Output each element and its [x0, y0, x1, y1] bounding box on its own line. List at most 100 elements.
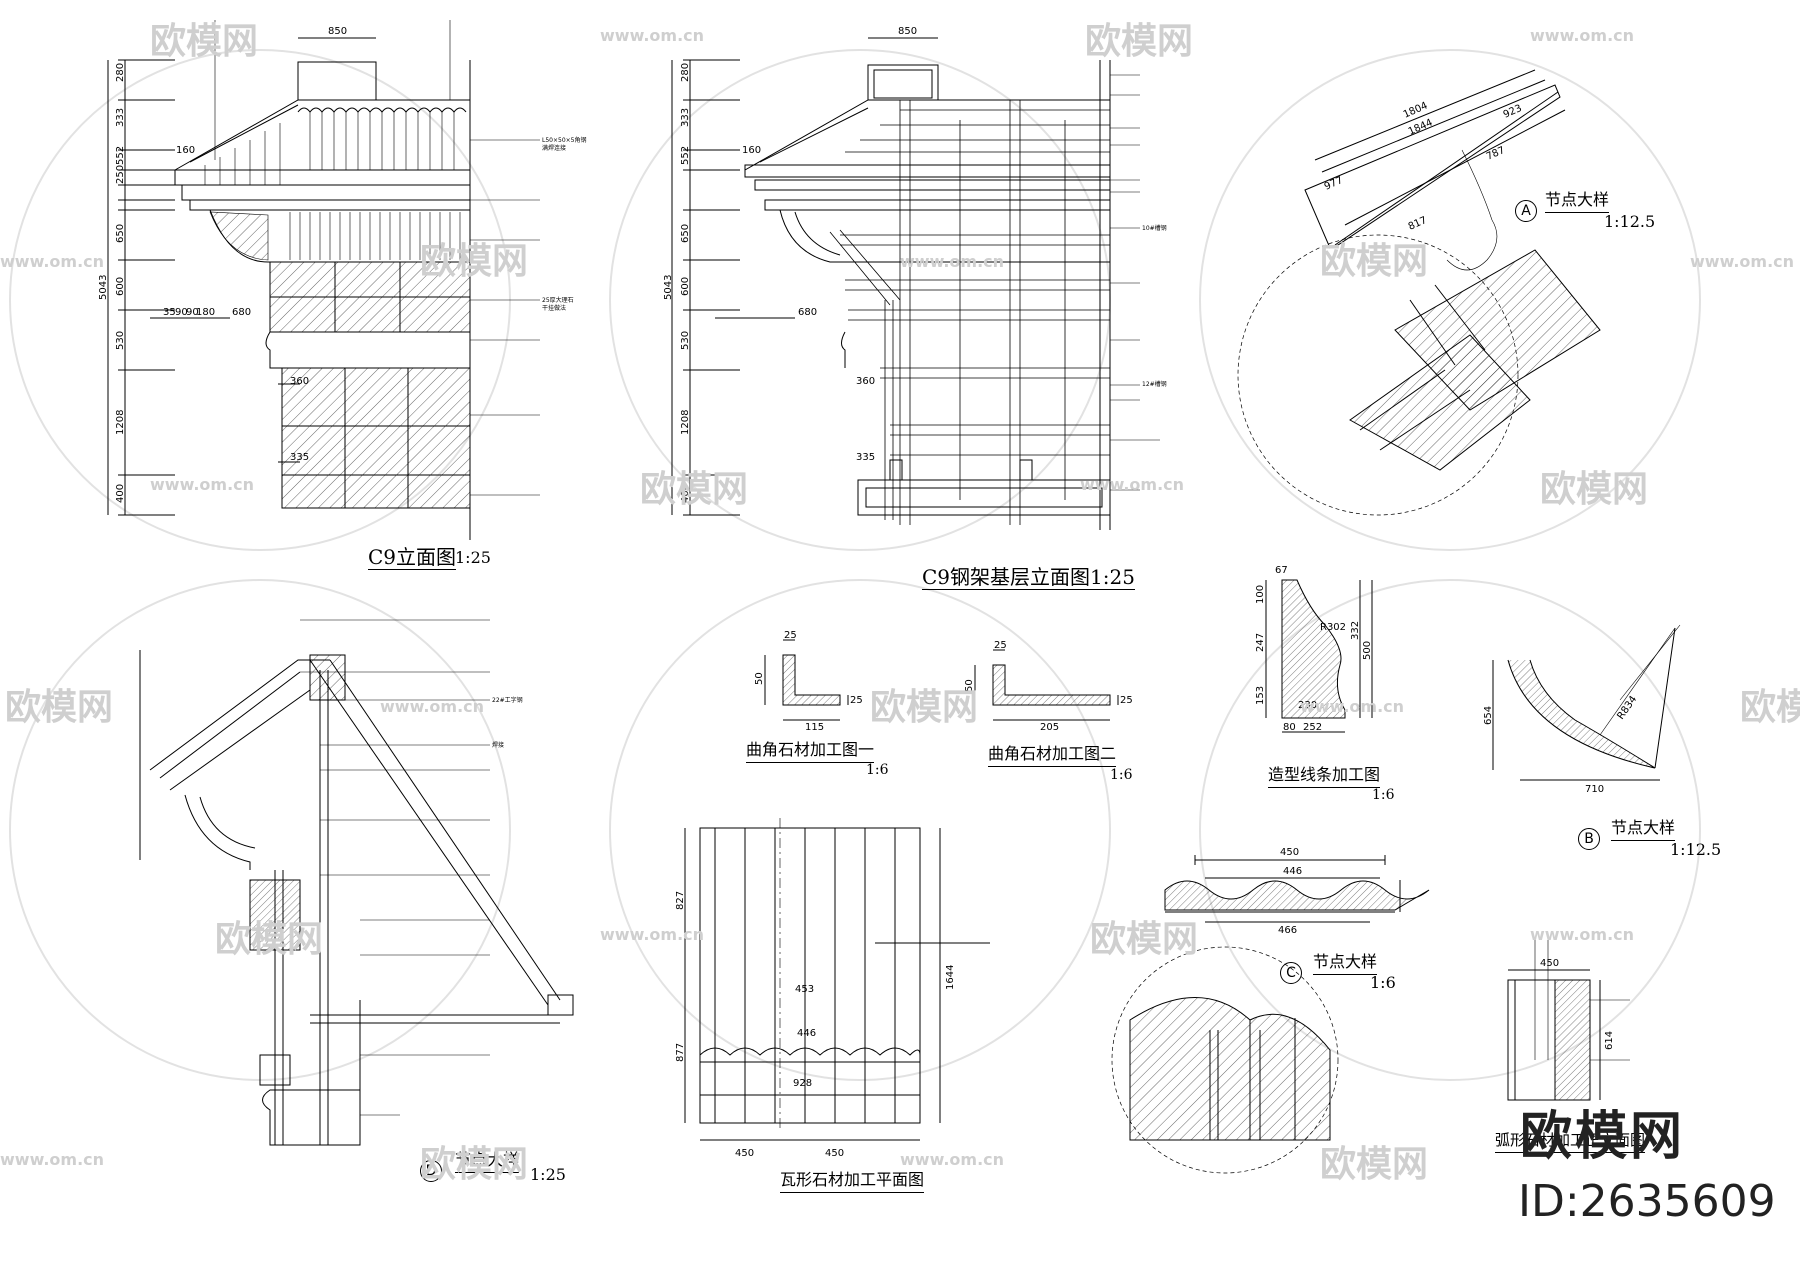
- detail-c-marker: C: [1280, 962, 1302, 984]
- watermark-url: www.om.cn: [600, 26, 705, 45]
- steel-dim-v10: 400: [680, 484, 691, 503]
- steel-dim-v8: 530: [680, 331, 691, 350]
- watermark-url: www.om.cn: [1300, 697, 1405, 716]
- curved-2-dim-3: 25: [1120, 695, 1133, 706]
- c9-dim-r1: 90: [175, 307, 188, 318]
- detail-d-scale: 1:25: [530, 1165, 566, 1184]
- molding-dim-6: 80: [1283, 722, 1296, 733]
- molding-dim-7: 332: [1350, 621, 1361, 640]
- detail-b-scale: 1:12.5: [1670, 840, 1722, 859]
- c9-dim-l0: 360: [290, 376, 309, 387]
- detail-a-dim-1: 1844: [1407, 117, 1435, 137]
- watermark-text: 欧模网: [870, 687, 979, 728]
- arc-stone-drawing: [1507, 940, 1630, 1101]
- c9-dim-top: 850: [328, 26, 347, 37]
- tile-plan-dim-3: 453: [795, 984, 814, 995]
- watermark-text: 欧模网: [420, 1144, 529, 1185]
- watermark-url: www.om.cn: [1530, 26, 1635, 45]
- watermark-url: www.om.cn: [600, 925, 705, 944]
- molding-dim-4: 230: [1298, 700, 1317, 711]
- c9-dim-v1: 333: [115, 108, 126, 127]
- watermark-url: www.om.cn: [0, 252, 105, 271]
- note-6: 22#工字钢: [492, 696, 523, 704]
- curved-stone-1-scale: 1:6: [866, 762, 889, 778]
- watermark-url: www.om.cn: [150, 475, 255, 494]
- watermark-text: 欧模网: [1320, 241, 1429, 282]
- c9-dim-v7: 600: [115, 277, 126, 296]
- c9-steel-elevation-drawing: [671, 37, 1160, 530]
- c9-dim-r0: 35: [163, 307, 176, 318]
- molding-dim-9: R302: [1320, 622, 1346, 633]
- detail-c-dim-2: 466: [1278, 925, 1297, 936]
- tile-plan-title: 瓦形石材加工平面图: [780, 1168, 925, 1193]
- molding-drawing: [1265, 579, 1373, 733]
- watermark-url: www.om.cn: [380, 697, 485, 716]
- c9-dim-r4: 680: [232, 307, 251, 318]
- detail-d-marker: D: [420, 1160, 442, 1182]
- note-0: L50×50×5角钢: [542, 136, 587, 144]
- steel-dim-total: 5043: [663, 275, 674, 300]
- detail-b-drawing: [1492, 624, 1681, 781]
- c9-dim-v2: 552: [115, 146, 126, 165]
- steel-dim-l1: 335: [856, 452, 875, 463]
- tile-plan-dim-2: 1644: [945, 965, 956, 990]
- tile-plan-dim-0: 827: [675, 891, 686, 910]
- steel-dim-v9: 1208: [680, 410, 691, 435]
- watermark-url: www.om.cn: [0, 1150, 105, 1169]
- c9-dim-l1: 335: [290, 452, 309, 463]
- watermark-text: 欧模网: [1085, 21, 1194, 62]
- detail-c-title: 节点大样: [1313, 950, 1378, 975]
- steel-dim-v1: 333: [680, 108, 691, 127]
- c9-dim-v9: 1208: [115, 410, 126, 435]
- tile-plan-dim-5: 928: [793, 1078, 812, 1089]
- watermark-text: 欧模网: [420, 241, 529, 282]
- curved-stone-2-drawing: [974, 649, 1119, 721]
- c9-dim-v6: 650: [115, 224, 126, 243]
- detail-a-drawing: [1237, 69, 1601, 516]
- arc-dim-1: 614: [1604, 1031, 1615, 1050]
- note-3: 干挂做法: [542, 304, 566, 312]
- detail-a-dim-3: 787: [1485, 145, 1507, 163]
- c9-dim-left: 160: [176, 145, 195, 156]
- note-7: 焊接: [492, 741, 504, 749]
- curved-1-dim-0: 25: [784, 630, 797, 641]
- watermark-text: 欧模网: [1320, 1144, 1429, 1185]
- curved-1-dim-2: 115: [805, 722, 824, 733]
- watermark-text: 欧模网: [640, 469, 749, 510]
- watermark-url: www.om.cn: [900, 1150, 1005, 1169]
- curved-1-dim-3: 25: [850, 695, 863, 706]
- molding-dim-2: 247: [1255, 633, 1266, 652]
- molding-scale: 1:6: [1372, 787, 1395, 803]
- watermark-url: www.om.cn: [900, 252, 1005, 271]
- c9-dim-v0: 280: [115, 63, 126, 82]
- watermark-text: 欧模网: [150, 21, 259, 62]
- detail-c-drawing: [1111, 855, 1430, 1174]
- watermark-text: 欧模网: [1540, 469, 1649, 510]
- watermark-text: 欧模网: [215, 919, 324, 960]
- molding-title: 造型线条加工图: [1268, 763, 1381, 788]
- molding-dim-3: 153: [1255, 686, 1266, 705]
- c9-dim-r3: 180: [196, 307, 215, 318]
- curved-1-dim-1: 50: [754, 672, 765, 685]
- detail-c-dim-1: 446: [1283, 866, 1302, 877]
- watermark-text: 欧模网: [1090, 919, 1199, 960]
- tile-plan-dim-6: 450: [735, 1148, 754, 1159]
- c9-dim-v3: 250: [115, 165, 126, 184]
- detail-c-scale: 1:6: [1370, 973, 1396, 992]
- brand-id: ID:2635609: [1518, 1176, 1776, 1227]
- curved-2-dim-2: 205: [1040, 722, 1059, 733]
- curved-stone-1-drawing: [764, 639, 849, 721]
- steel-dim-r4: 680: [798, 307, 817, 318]
- tile-plan-dim-7: 450: [825, 1148, 844, 1159]
- c9-dim-v8: 530: [115, 331, 126, 350]
- detail-b-title: 节点大样: [1611, 816, 1676, 841]
- c9-dim-total: 5043: [98, 275, 109, 300]
- curved-2-dim-0: 25: [994, 640, 1007, 651]
- arc-stone-title: 弧形石材加工正立面图: [1495, 1128, 1646, 1153]
- tile-plan-dim-1: 877: [675, 1043, 686, 1062]
- detail-b-dim-1: 654: [1483, 706, 1494, 725]
- detail-a-dim-2: 923: [1502, 103, 1524, 121]
- detail-d-title: 节点大样: [455, 1148, 520, 1173]
- c9-dim-r2: 90: [186, 307, 199, 318]
